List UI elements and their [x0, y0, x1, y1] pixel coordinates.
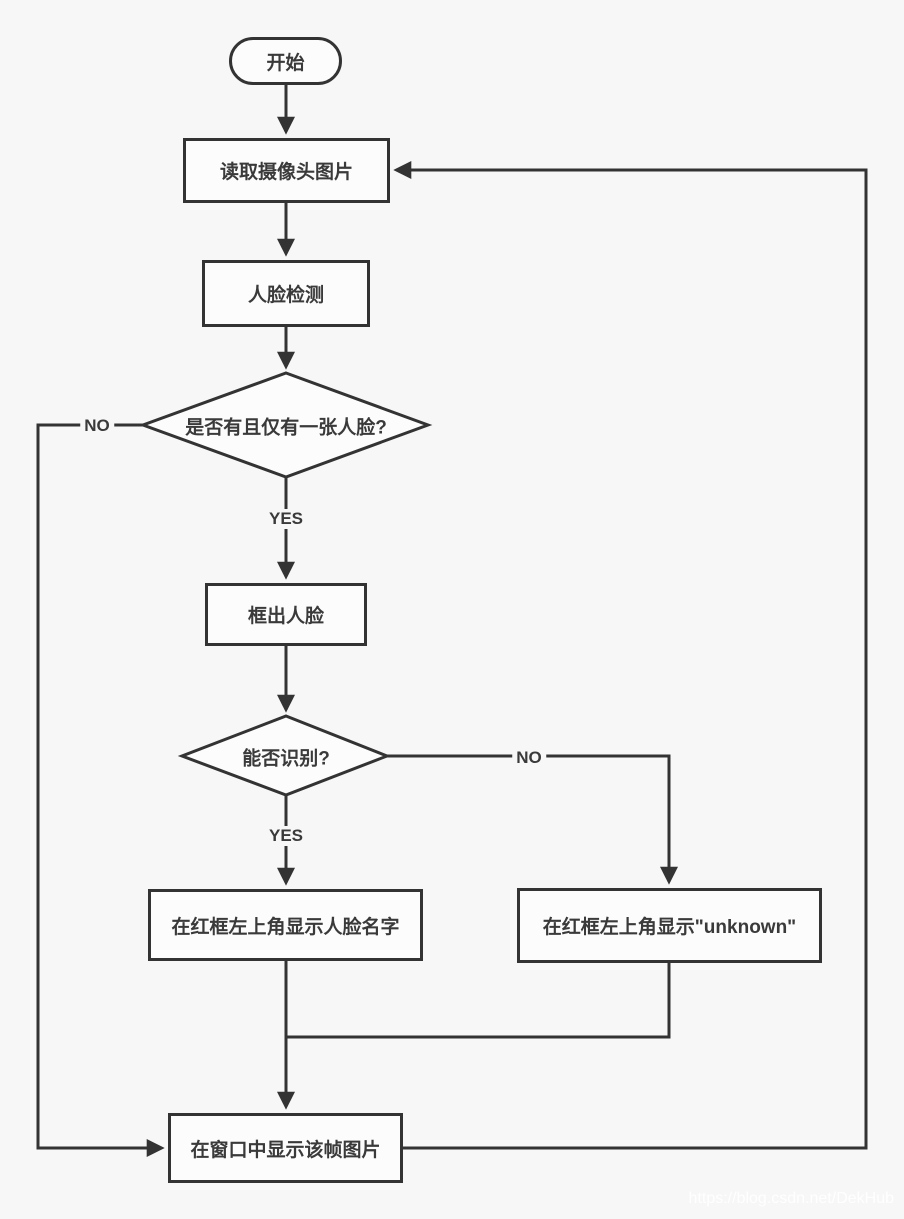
show-frame-node-label: 在窗口中显示该帧图片: [190, 1139, 381, 1161]
face-detect-node-label: 人脸检测: [247, 285, 324, 306]
single-face-decision-label: 是否有且仅有一张人脸?: [185, 417, 387, 439]
show-unknown-node: 在红框左上角显示"unknown": [517, 888, 822, 963]
read-camera-node-label: 读取摄像头图片: [219, 162, 353, 183]
start-node: 开始: [229, 37, 342, 85]
decision2-no-label: NO: [512, 748, 546, 768]
edge-decision2-no: [387, 754, 678, 885]
edge-showunknown-merge: [286, 963, 671, 1039]
show-frame-node: 在窗口中显示该帧图片: [168, 1113, 403, 1183]
draw-face-box-node-label: 框出人脸: [247, 606, 324, 627]
decision1-no-label: NO: [80, 416, 114, 436]
recognize-decision-label: 能否识别?: [242, 748, 330, 770]
draw-face-box-node: 框出人脸: [205, 583, 367, 646]
start-node-label: 开始: [266, 52, 305, 74]
decision1-yes-label: YES: [264, 509, 308, 529]
face-detect-node: 人脸检测: [202, 260, 370, 327]
edge-decision1-no: [36, 423, 165, 1157]
show-name-node: 在红框左上角显示人脸名字: [148, 889, 423, 961]
edge-loop-back: [393, 161, 868, 1150]
decision2-yes-label: YES: [264, 826, 308, 846]
watermark: https://blog.csdn.net/DekHub: [688, 1190, 894, 1207]
read-camera-node: 读取摄像头图片: [183, 138, 390, 203]
show-name-node-label: 在红框左上角显示人脸名字: [171, 916, 400, 938]
show-unknown-node-label: 在红框左上角显示"unknown": [542, 917, 797, 938]
